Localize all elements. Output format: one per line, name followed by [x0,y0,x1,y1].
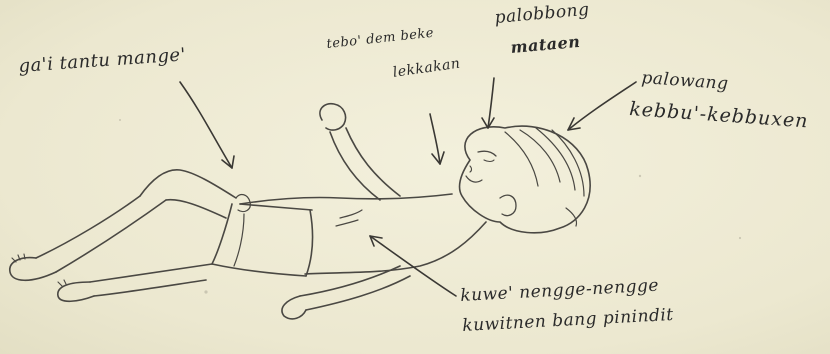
head-sketch [460,126,591,233]
legs-sketch [10,170,236,301]
shorts-sketch [212,195,312,276]
torso-sketch [240,194,486,276]
raised-arm-sketch [320,104,400,200]
lower-arm-sketch [282,266,410,319]
annotation-arrows [180,78,636,296]
paper-smudges [119,119,741,294]
